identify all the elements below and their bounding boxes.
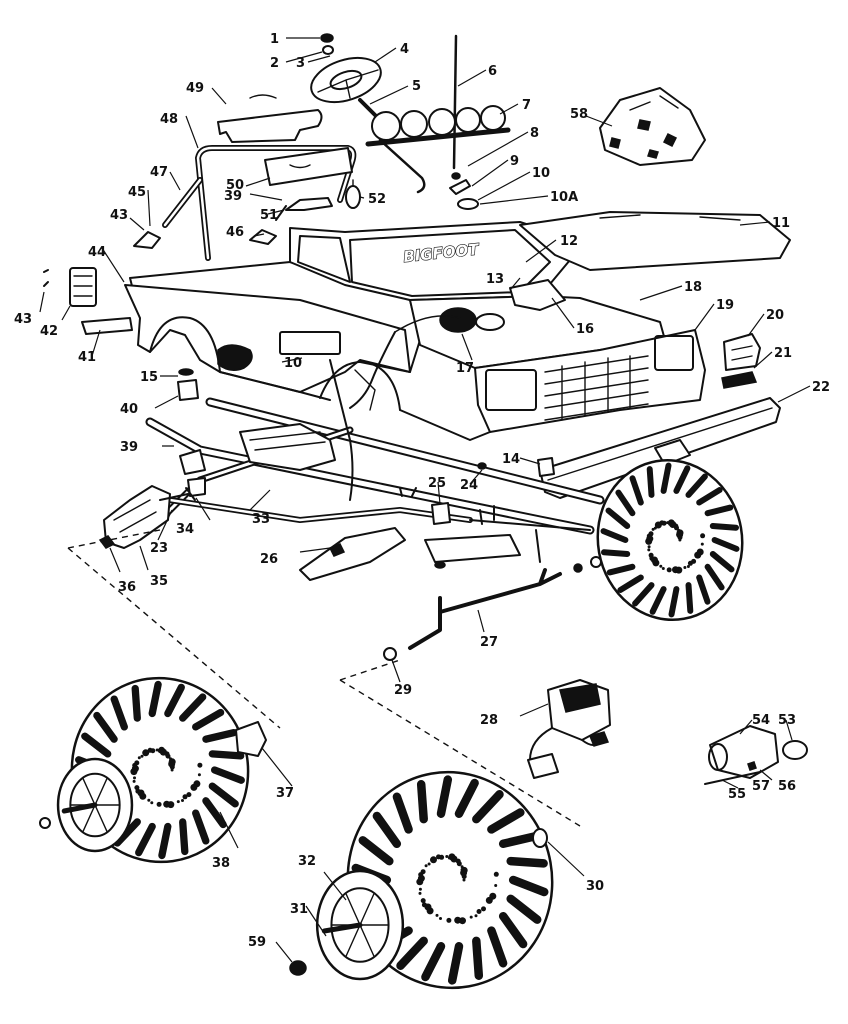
callout-9: 9: [510, 154, 519, 169]
callout-leaders: [39, 37, 811, 963]
callout-54: 54: [752, 713, 770, 728]
callout-labels: 1 2 3 4 5 6 7 8 9 10 10A 10 11 12 13 14 …: [14, 32, 830, 950]
battery-charger: [527, 679, 611, 779]
callout-43-top: 43: [110, 208, 128, 223]
callout-16: 16: [576, 322, 594, 337]
truck-body: BIGFOOT: [124, 221, 706, 441]
gearbox-assembly: [98, 485, 196, 549]
callout-33: 33: [252, 512, 270, 527]
pedal-plate: [299, 527, 406, 581]
callout-57: 57: [752, 779, 770, 794]
callout-3: 3: [296, 56, 305, 71]
callout-31: 31: [290, 902, 308, 917]
callout-20: 20: [766, 308, 784, 323]
callout-18: 18: [684, 280, 702, 295]
roof-cover-part: [599, 87, 706, 166]
wheels-group: [56, 458, 744, 990]
callout-44: 44: [88, 245, 106, 260]
callout-28: 28: [480, 713, 498, 728]
chassis-frame: [145, 359, 605, 563]
callout-38: 38: [212, 856, 230, 871]
callout-10-body: 10: [284, 356, 302, 371]
callout-1: 1: [270, 32, 279, 47]
callout-50: 50: [226, 178, 244, 193]
front-left-wheel: [315, 770, 554, 990]
callout-12: 12: [560, 234, 578, 249]
callout-47: 47: [150, 165, 168, 180]
rear-small-parts: [43, 267, 133, 335]
callout-23: 23: [150, 541, 168, 556]
callout-51: 51: [260, 208, 278, 223]
callout-8: 8: [530, 126, 539, 141]
small-top-parts: [449, 172, 479, 210]
callout-24: 24: [460, 478, 478, 493]
callout-43-left: 43: [14, 312, 32, 327]
callout-22: 22: [812, 380, 830, 395]
dashboard-parts: [349, 279, 566, 409]
callout-46: 46: [226, 225, 244, 240]
callout-4: 4: [400, 42, 409, 57]
callout-27: 27: [480, 635, 498, 650]
callout-5: 5: [412, 79, 421, 94]
callout-39-top: 39: [224, 189, 242, 204]
callout-21: 21: [774, 346, 792, 361]
callout-15: 15: [140, 370, 158, 385]
callout-6: 6: [488, 64, 497, 79]
callout-11: 11: [772, 216, 790, 231]
callout-26: 26: [260, 552, 278, 567]
steering-linkage: [383, 529, 562, 661]
callout-2: 2: [270, 56, 279, 71]
front-bumper: [539, 397, 781, 499]
callout-35: 35: [150, 574, 168, 589]
wheel-hardware: [39, 556, 602, 976]
front-lights-parts: [721, 333, 761, 389]
front-right-wheel: [596, 458, 744, 622]
callout-53: 53: [778, 713, 796, 728]
callout-34: 34: [176, 522, 194, 537]
callout-36: 36: [118, 580, 136, 595]
callout-41: 41: [78, 350, 96, 365]
callout-10-top: 10: [532, 166, 550, 181]
callout-17: 17: [456, 361, 474, 376]
callout-42: 42: [40, 324, 58, 339]
callout-32: 32: [298, 854, 316, 869]
callout-14: 14: [502, 452, 520, 467]
light-bar: [365, 105, 511, 147]
callout-10a: 10A: [550, 190, 578, 205]
callout-25: 25: [428, 476, 446, 491]
callout-55: 55: [728, 787, 746, 802]
callout-13: 13: [486, 272, 504, 287]
callout-19: 19: [716, 298, 734, 313]
callout-39-frame: 39: [120, 440, 138, 455]
callout-40: 40: [120, 402, 138, 417]
roll-bar-parts: [133, 94, 361, 261]
shifter-switch: [704, 725, 808, 785]
callout-52: 52: [368, 192, 386, 207]
callout-48: 48: [160, 112, 178, 127]
callout-58: 58: [570, 107, 588, 122]
callout-49: 49: [186, 81, 204, 96]
hood-panel-part: [519, 211, 791, 271]
rear-left-wheel: [56, 676, 250, 864]
callout-30: 30: [586, 879, 604, 894]
callout-59: 59: [248, 935, 266, 950]
assembly-guide-lines: [67, 529, 581, 827]
callout-7: 7: [522, 98, 531, 113]
steering-assembly: [310, 33, 458, 194]
callout-45: 45: [128, 185, 146, 200]
callout-37: 37: [276, 786, 294, 801]
callout-56: 56: [778, 779, 796, 794]
callout-29: 29: [394, 683, 412, 698]
